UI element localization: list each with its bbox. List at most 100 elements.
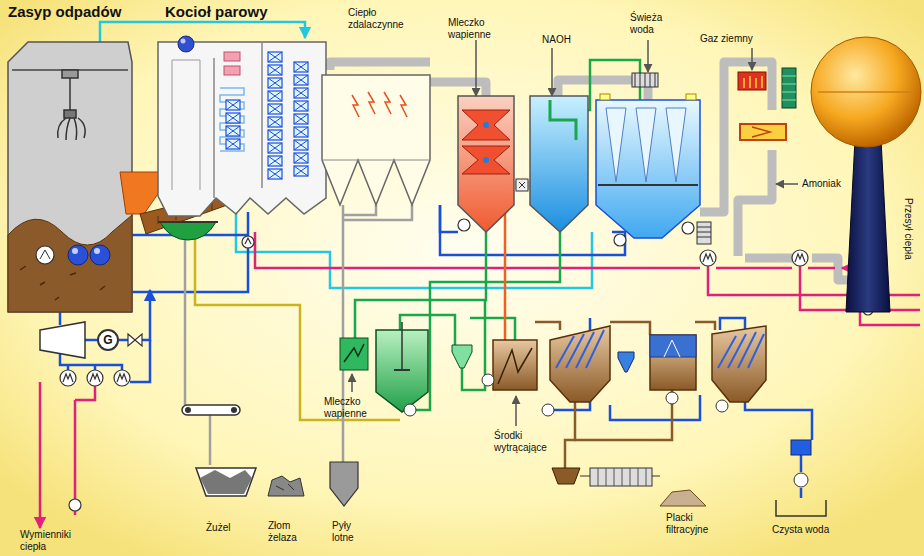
heat-exchanger-bank	[268, 117, 282, 127]
heat-exchanger-bank	[268, 52, 282, 62]
final-settler	[712, 326, 766, 412]
flue-gas-duct	[430, 82, 486, 96]
lime-dosing-tank	[340, 338, 368, 392]
gas-burner	[738, 72, 766, 90]
heat-exchanger-bank	[268, 52, 282, 62]
heat-exchanger-bank	[294, 101, 308, 111]
steam-boiler	[261, 42, 263, 188]
clean-water	[776, 440, 826, 516]
heat-exchanger-bank	[268, 91, 282, 101]
cyan-pipe	[100, 22, 592, 288]
turbine	[40, 322, 85, 358]
scrubber	[551, 48, 553, 96]
flue-gas-duct	[738, 150, 772, 256]
feed-pumps	[94, 248, 100, 254]
lime-dosing-tank	[340, 338, 368, 370]
sand-filter	[666, 392, 678, 404]
magenta-heat-line	[74, 400, 77, 515]
heat-exchanger-bank	[268, 117, 282, 127]
stream-label: Placki filtracyjne	[666, 512, 728, 535]
spray-absorber	[483, 122, 489, 128]
heat-exchanger-bank	[268, 65, 282, 75]
steam-boiler	[158, 42, 326, 216]
blue-water-line	[85, 339, 97, 342]
superheater	[220, 88, 244, 151]
valve	[128, 334, 142, 346]
magenta-heat-line	[808, 267, 835, 270]
lamella-settler	[550, 326, 610, 402]
superheater	[220, 52, 244, 151]
heat-exchanger-bank	[226, 139, 240, 149]
blue-water-line	[119, 339, 128, 342]
blue-water-line	[20, 205, 812, 498]
heat-exchanger-bank	[268, 104, 282, 114]
generator-circle: G	[97, 329, 119, 351]
fly-ash-hopper	[330, 462, 358, 506]
heat-exchanger-bank	[294, 127, 308, 137]
scr-catalyst	[740, 124, 786, 140]
turbine	[40, 322, 85, 358]
electrostatic-precipitator	[322, 160, 430, 161]
stream-label: Gaz ziemny	[700, 33, 753, 45]
magenta-heat-line	[75, 385, 95, 400]
filter-press	[552, 468, 580, 484]
heat-recovery	[697, 222, 711, 244]
stream-label: Świeża woda	[630, 12, 672, 35]
stream-label: NAOH	[542, 34, 571, 46]
magenta-heat-line	[716, 267, 792, 270]
heat-exchanger-bank	[268, 91, 282, 101]
gas-burner	[738, 48, 796, 108]
slag-conveyor	[231, 407, 237, 413]
pump	[682, 222, 694, 234]
fan	[516, 179, 528, 191]
electrostatic-precipitator	[352, 92, 407, 117]
brown-sludge-line	[695, 322, 715, 330]
ash-sump	[160, 222, 216, 240]
blue-water-line	[94, 365, 97, 370]
filter-press	[590, 468, 652, 486]
fabric-filter	[606, 108, 686, 182]
final-settler	[716, 400, 728, 412]
heat-exchanger	[700, 250, 716, 266]
pump	[242, 236, 254, 248]
pump	[614, 234, 626, 246]
hydrocyclone	[452, 345, 472, 368]
heat-exchanger-bank	[226, 126, 240, 136]
brown-sludge-line	[535, 322, 715, 468]
crane-grab	[69, 78, 71, 110]
heat-exchanger-bank	[294, 75, 308, 85]
steam-boiler	[158, 42, 326, 216]
pump	[458, 219, 470, 231]
heat-exchanger-bank	[268, 156, 282, 166]
heat-exchanger-bank	[294, 62, 308, 72]
valve	[128, 334, 142, 346]
heat-exchanger-bank	[268, 169, 282, 179]
stream-label: Środki wytrącające	[494, 430, 566, 453]
heat-exchanger-bank	[226, 100, 240, 110]
node-text: G	[103, 333, 112, 347]
brown-sludge-line	[610, 322, 650, 335]
heat-exchanger-bank	[294, 101, 308, 111]
clean-water	[794, 473, 808, 487]
fabric-filter	[596, 40, 700, 238]
neutralisation-tank	[376, 322, 428, 416]
scrubber	[530, 48, 588, 232]
heat-exchanger-bank	[294, 153, 308, 163]
grey-solids-line	[184, 238, 187, 405]
heat-exchanger-bank	[294, 140, 308, 150]
feed-pumps	[72, 248, 78, 254]
heat-exchanger-bank	[226, 126, 240, 136]
grey-solids-line	[342, 205, 345, 462]
slag-conveyor	[182, 405, 240, 415]
gas-burner	[782, 76, 796, 100]
heat-exchanger-bank	[268, 78, 282, 88]
feed-pumps	[40, 250, 50, 259]
hydrocyclone	[452, 345, 472, 368]
heat-exchanger-bank	[268, 156, 282, 166]
heat-exchanger-bank	[268, 169, 282, 179]
heat-exchanger-bank	[268, 130, 282, 140]
heat-exchanger	[703, 254, 713, 262]
heat-exchanger-bank	[268, 130, 282, 140]
heat-exchanger-bank	[294, 101, 308, 111]
